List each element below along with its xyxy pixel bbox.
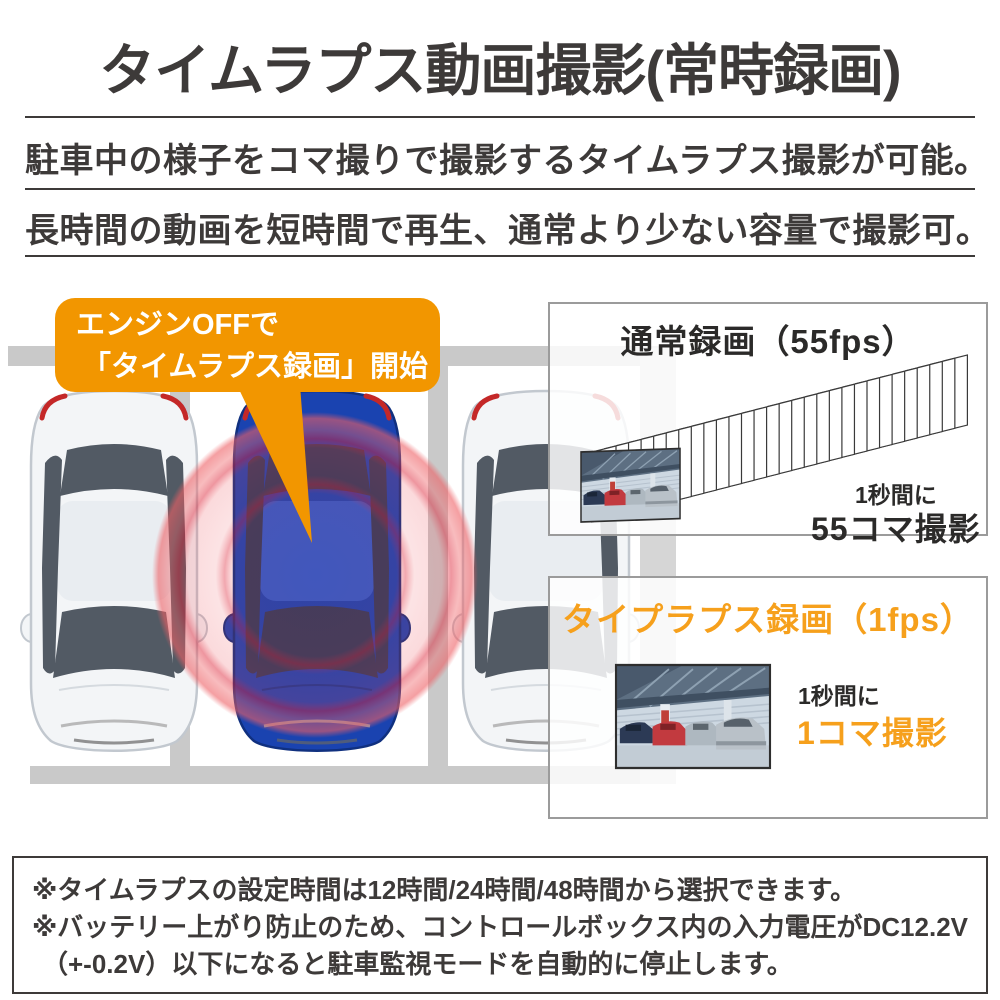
subtitle-line-1: 駐車中の様子をコマ撮りで撮影するタイムラプス撮影が可能。 <box>25 142 989 180</box>
bubble-text-1: エンジンOFFで <box>76 309 279 341</box>
divider-line <box>25 188 975 190</box>
divider-line <box>25 116 975 118</box>
speech-bubble: エンジンOFFで 「タイムラプス録画」開始 <box>55 298 440 543</box>
timelapse-caption-1: 1秒間に <box>798 683 880 709</box>
bubble-text-2: 「タイムラプス録画」開始 <box>82 349 428 383</box>
subtitle-line-2: 長時間の動画を短時間で再生、通常より少ない容量で撮影可。 <box>25 212 991 250</box>
note-1: ※タイムラプスの設定時間は12時間/24時間/48時間から選択できます。 <box>32 875 857 905</box>
normal-caption-1: 1秒間に <box>855 482 937 508</box>
notes-box: ※タイムラプスの設定時間は12時間/24時間/48時間から選択できます。 ※バッ… <box>12 856 988 994</box>
timelapse-box: タイプラプス録画（1fps） 1秒間に 1コマ撮影 <box>548 576 988 819</box>
ripple-rings <box>152 412 478 738</box>
timelapse-caption-2: 1コマ撮影 <box>797 715 948 751</box>
normal-recording-box: 通常録画（55fps） 1秒間に 55コマ撮影 <box>548 302 988 547</box>
divider-line <box>25 255 975 257</box>
page-title: タイムラプス動画撮影(常時録画) <box>99 39 901 102</box>
normal-recording-title: 通常録画（55fps） <box>620 323 916 360</box>
normal-caption-2: 55コマ撮影 <box>811 511 981 547</box>
bubble-tail <box>237 385 312 543</box>
note-2: ※バッテリー上がり防止のため、コントロールボックス内の入力電圧がDC12.2V <box>32 912 968 942</box>
note-3: （+-0.2V）以下になると駐車監視モードを自動的に停止します。 <box>42 949 793 979</box>
timelapse-title: タイプラプス録画（1fps） <box>562 601 974 638</box>
